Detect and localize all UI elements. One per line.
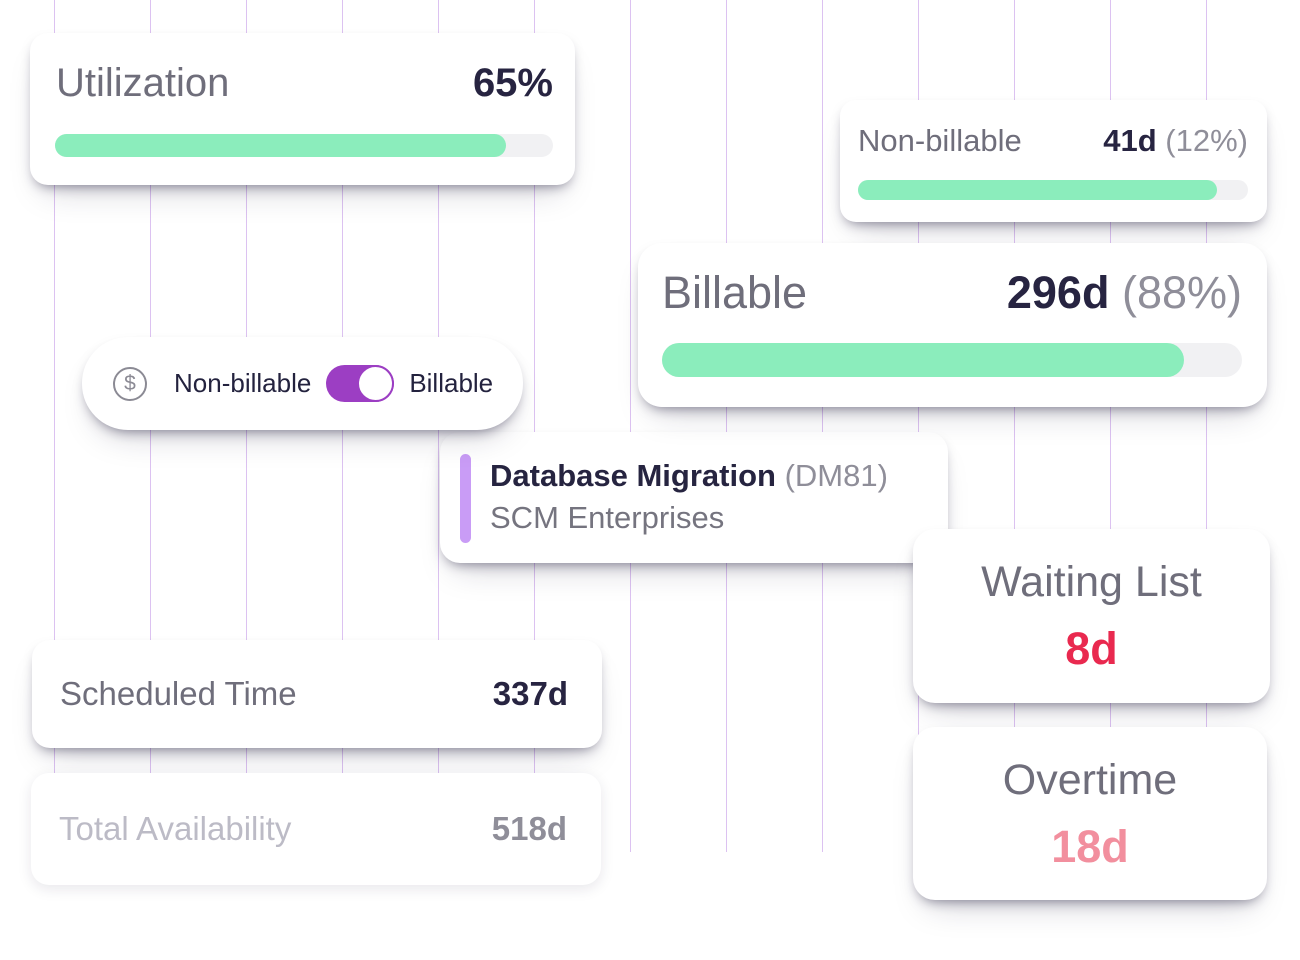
overtime-value: 18d (1051, 820, 1129, 872)
waiting-list-label: Waiting List (981, 558, 1202, 606)
non-billable-share: (12%) (1165, 123, 1248, 158)
billable-value-group: 296d (88%) (1007, 270, 1242, 315)
toggle-knob[interactable] (357, 365, 395, 402)
billable-progressbar (662, 343, 1242, 377)
billing-toggle-switch[interactable] (326, 365, 395, 402)
utilization-progress-fill (55, 134, 506, 157)
utilization-value: 65% (472, 61, 553, 105)
project-title-line: Database Migration (DM81) (490, 455, 888, 497)
billable-card: Billable 296d (88%) (638, 243, 1267, 407)
overtime-card: Overtime 18d (913, 727, 1267, 900)
billing-toggle-card: $ Non-billable Billable (82, 337, 523, 430)
waiting-list-card: Waiting List 8d (913, 529, 1270, 703)
scheduled-time-card: Scheduled Time 337d (32, 640, 602, 748)
billable-value: 296d (1006, 267, 1110, 318)
total-availability-value: 518d (491, 810, 567, 847)
billable-label: Billable (662, 267, 808, 318)
utilization-row: Utilization 65% (56, 63, 553, 103)
billable-progress-fill (662, 343, 1184, 377)
scheduled-time-label: Scheduled Time (60, 675, 297, 712)
billable-row: Billable 296d (88%) (662, 270, 1242, 315)
utilization-label: Utilization (56, 61, 230, 105)
total-availability-label: Total Availability (59, 810, 292, 847)
waiting-list-value: 8d (1065, 623, 1118, 674)
utilization-progressbar (55, 134, 553, 157)
project-accent-bar (460, 454, 471, 543)
dollar-icon: $ (113, 366, 147, 401)
toggle-off-label: Non-billable (174, 368, 312, 398)
utilization-card: Utilization 65% (30, 33, 575, 185)
project-code: (DM81) (784, 458, 888, 493)
project-name: Database Migration (490, 458, 776, 493)
project-client: SCM Enterprises (490, 500, 725, 535)
non-billable-progress-fill (858, 180, 1217, 200)
non-billable-row: Non-billable 41d (12%) (858, 125, 1248, 156)
scheduled-time-value: 337d (492, 675, 568, 712)
total-availability-card: Total Availability 518d (31, 773, 601, 885)
non-billable-value: 41d (1103, 123, 1157, 158)
non-billable-card: Non-billable 41d (12%) (840, 100, 1267, 222)
non-billable-label: Non-billable (858, 123, 1022, 158)
overtime-label: Overtime (1002, 755, 1178, 804)
project-text: Database Migration (DM81) SCM Enterprise… (490, 455, 888, 539)
non-billable-value-group: 41d (12%) (1103, 125, 1248, 156)
non-billable-progressbar (858, 180, 1248, 200)
billable-share: (88%) (1121, 267, 1242, 318)
project-card: Database Migration (DM81) SCM Enterprise… (440, 432, 948, 563)
toggle-on-label: Billable (409, 368, 494, 398)
